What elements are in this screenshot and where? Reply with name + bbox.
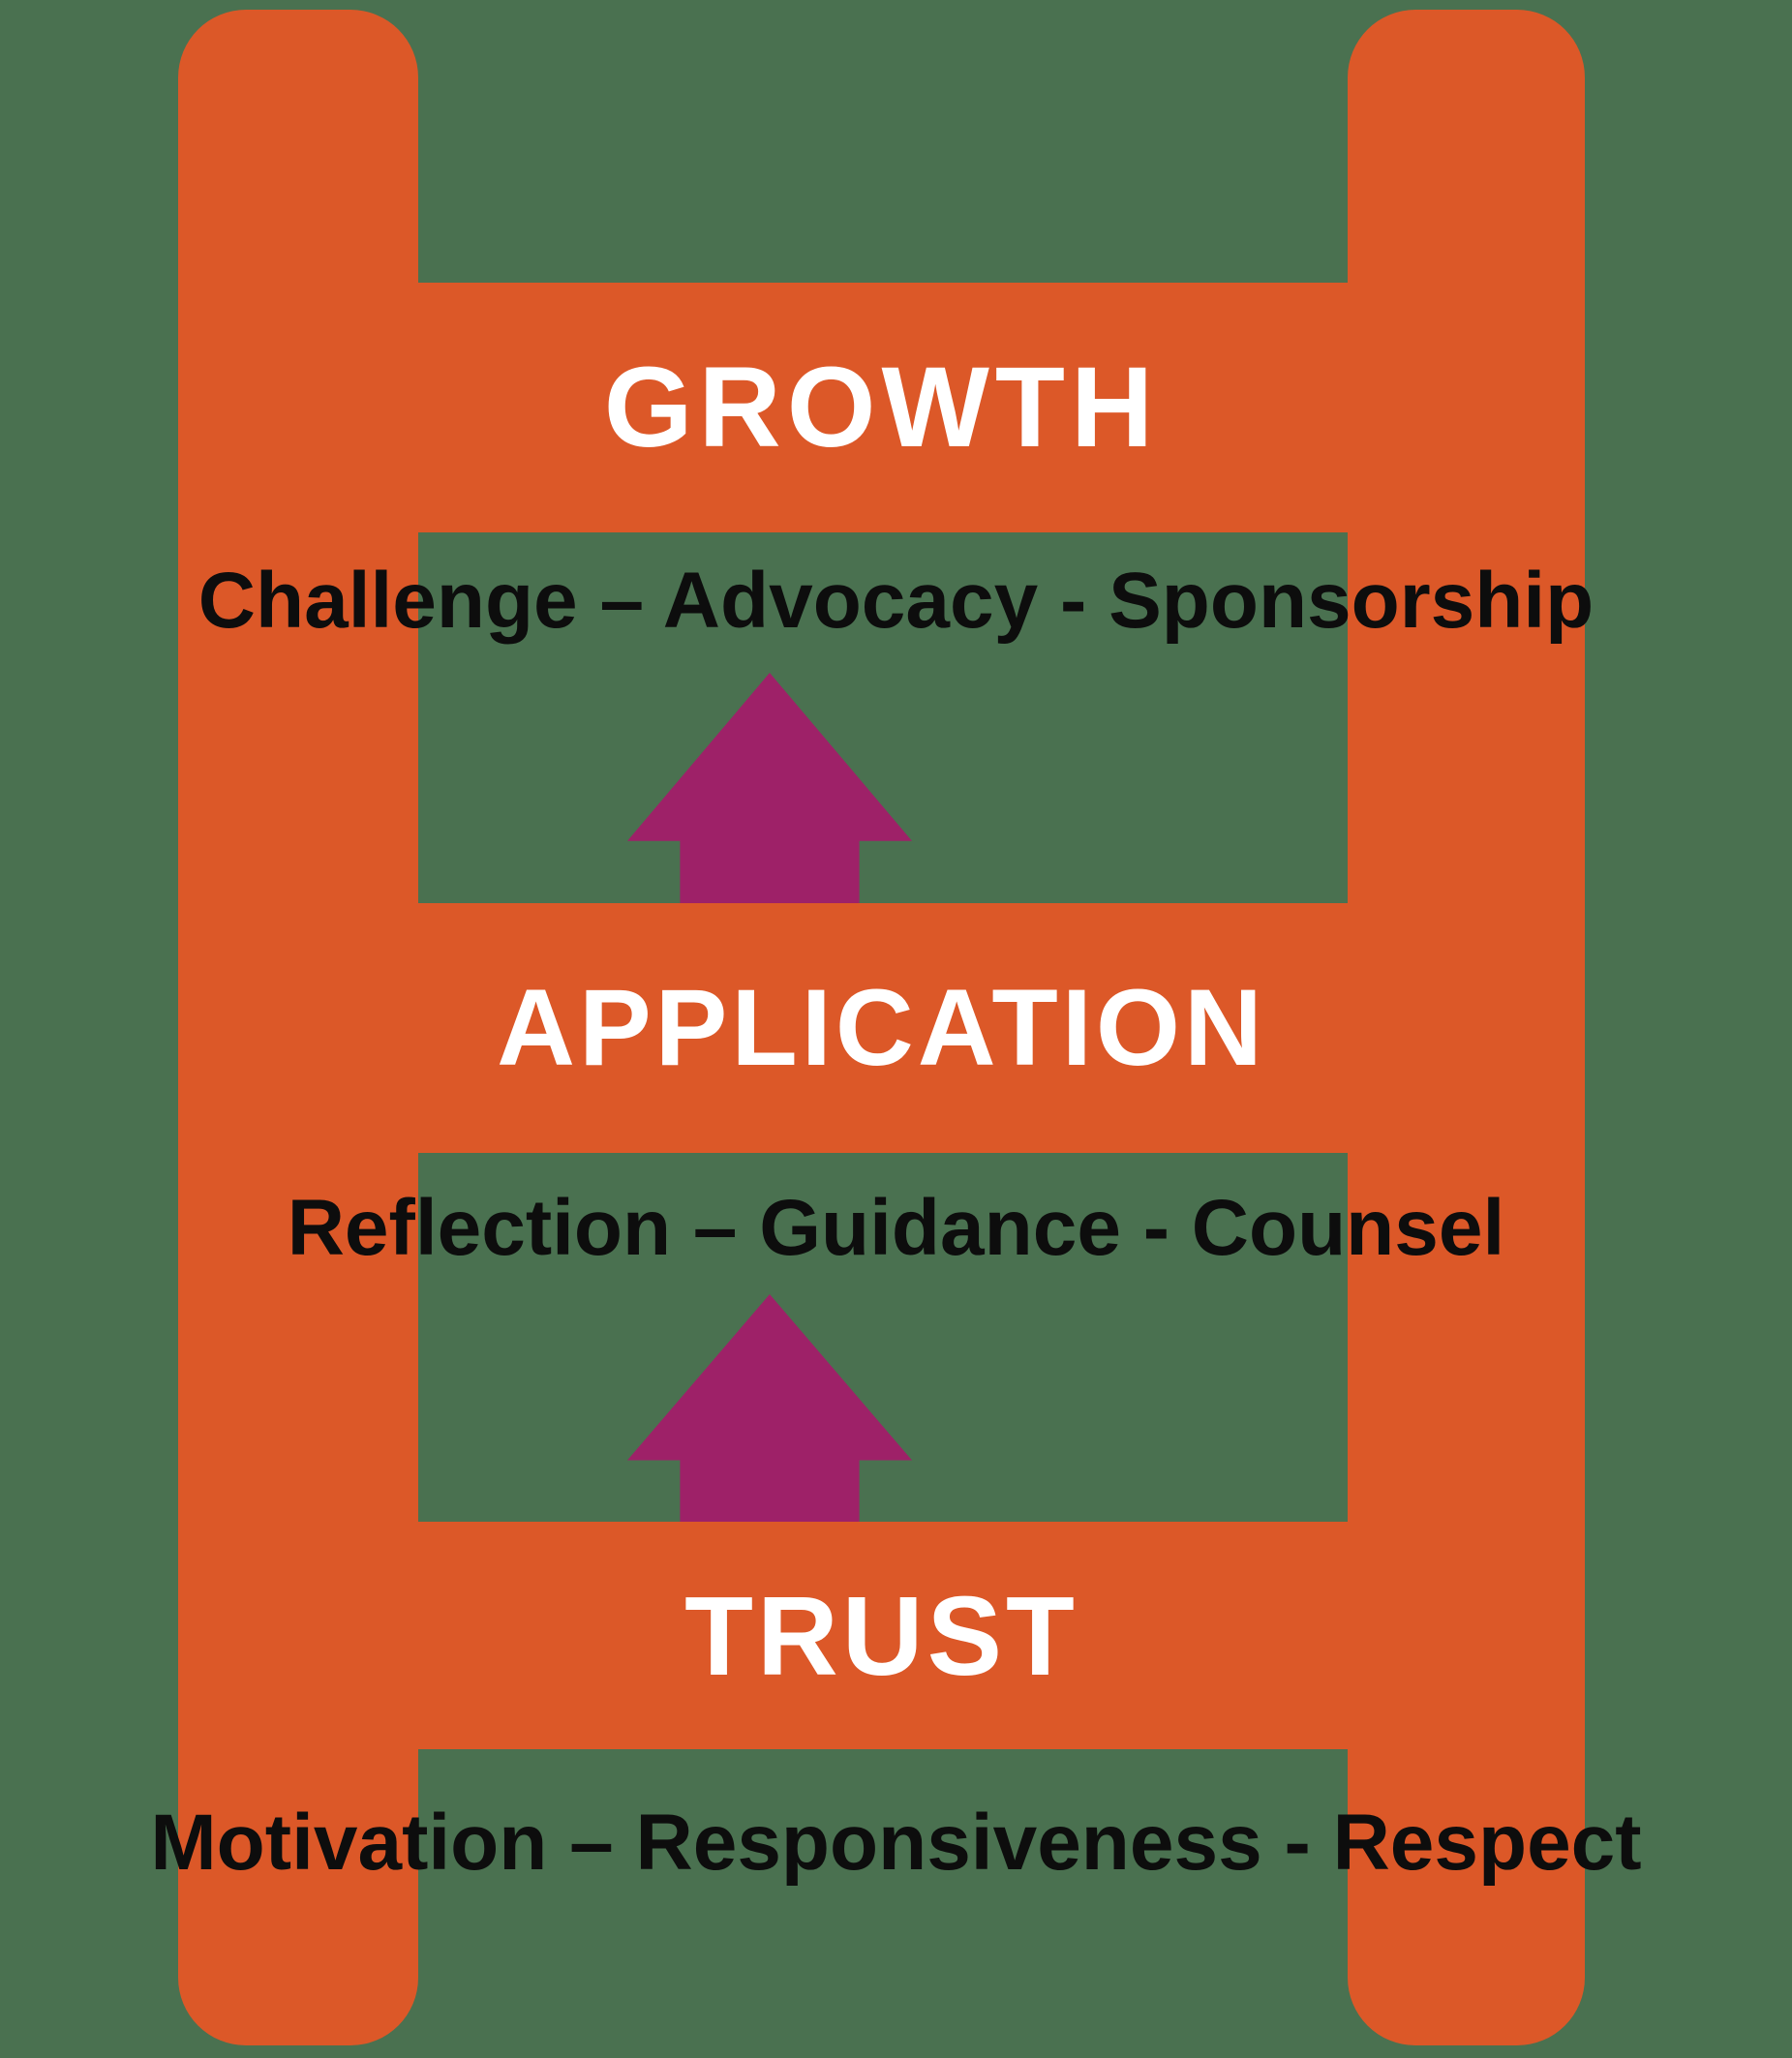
ladder-rung-trust: TRUST bbox=[178, 1522, 1585, 1749]
level-title-application: APPLICATION bbox=[497, 967, 1266, 1088]
level-title-growth: GROWTH bbox=[603, 344, 1160, 471]
level-subtitle-growth: Challenge – Advocacy - Sponsorship bbox=[197, 557, 1595, 645]
up-arrow-icon bbox=[627, 673, 912, 903]
ladder-rung-application: APPLICATION bbox=[178, 903, 1585, 1153]
level-subtitle-application: Reflection – Guidance - Counsel bbox=[287, 1184, 1505, 1272]
level-title-trust: TRUST bbox=[684, 1572, 1078, 1699]
ladder-rung-growth: GROWTH bbox=[178, 283, 1585, 532]
level-subtitle-trust: Motivation – Responsiveness - Respect bbox=[150, 1799, 1642, 1887]
up-arrow-icon bbox=[627, 1294, 912, 1522]
